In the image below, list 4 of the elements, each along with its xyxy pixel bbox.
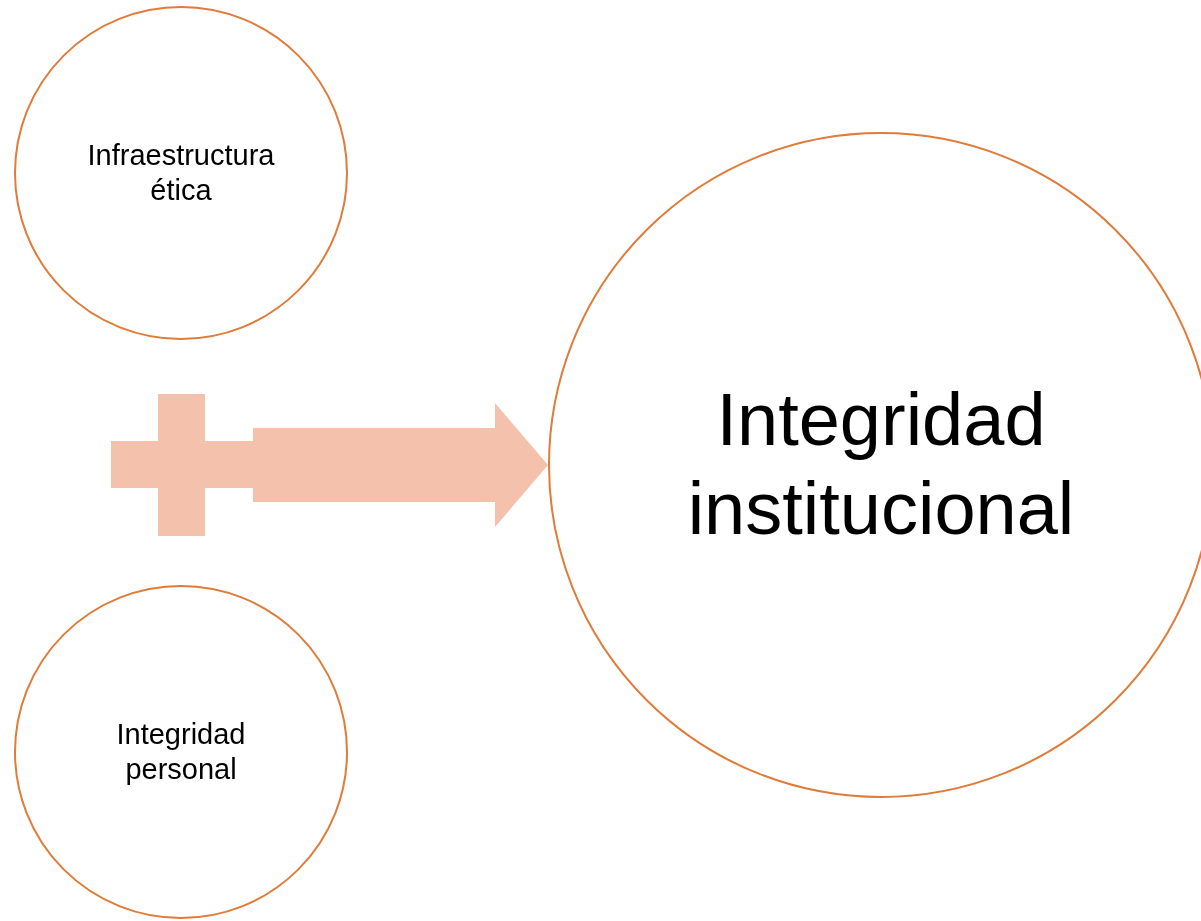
- node-label: Integridad institucional: [686, 377, 1076, 552]
- node-label: Infraestructura ética: [86, 138, 276, 208]
- block-arrow: [253, 403, 548, 527]
- node-label: Integridad personal: [115, 717, 247, 787]
